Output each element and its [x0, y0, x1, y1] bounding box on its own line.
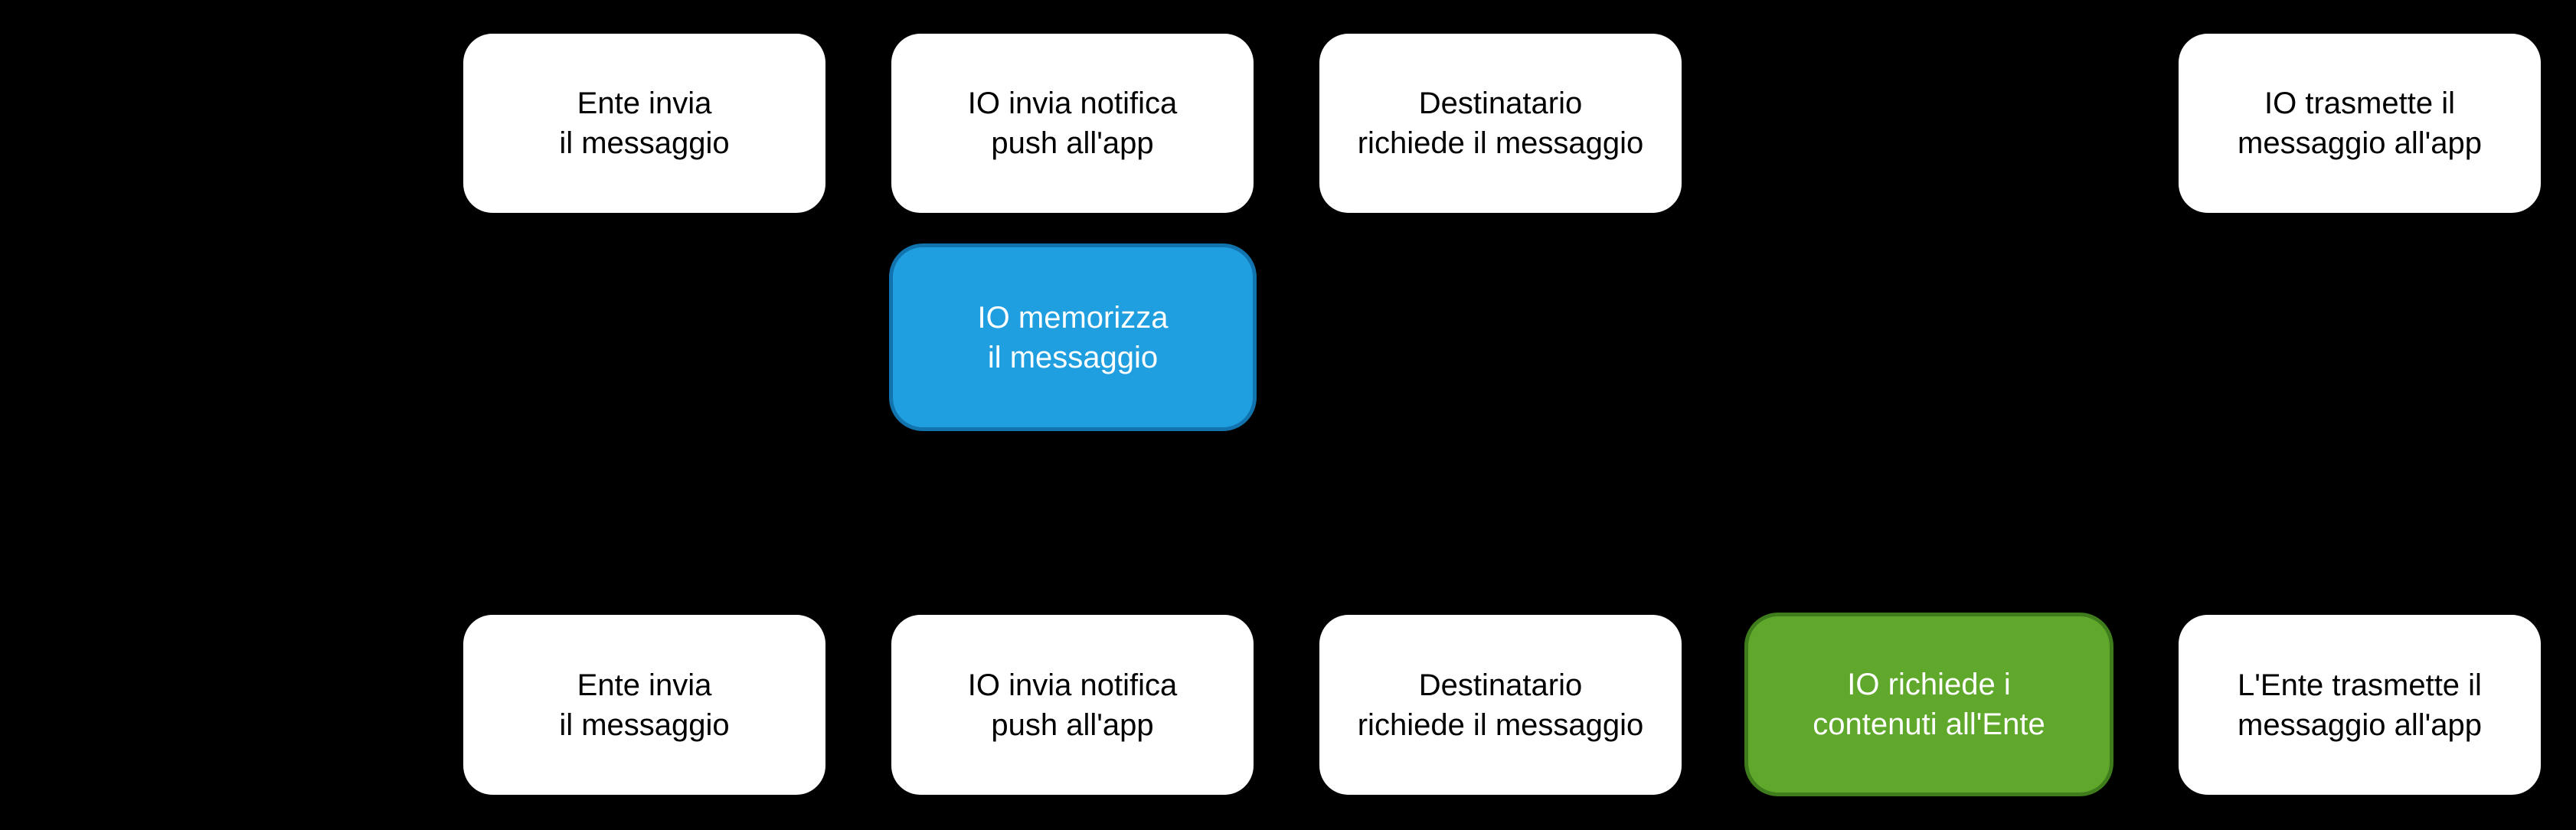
node-io-trasmette-messaggio: IO trasmette il messaggio all'app [2179, 34, 2541, 213]
node-label-line: push all'app [991, 707, 1154, 742]
node-label-line: messaggio all'app [2238, 707, 2482, 742]
node-label-line: IO richiede i [1847, 668, 2011, 701]
node-label-line: contenuti all'Ente [1813, 707, 2045, 741]
node-label-line: richiede il messaggio [1357, 707, 1644, 742]
node-label-line: push all'app [991, 126, 1154, 160]
node-label-line: IO trasmette il [2264, 87, 2455, 120]
node-io-invia-notifica-push-row1: IO invia notifica push all'app [891, 34, 1254, 213]
node-label-line: L'Ente trasmette il [2238, 668, 2482, 702]
node-io-invia-notifica-push-row2: IO invia notifica push all'app [891, 615, 1254, 795]
node-label-line: Ente invia [577, 668, 712, 702]
node-label-line: IO invia notifica [967, 668, 1178, 702]
node-label-line: Destinatario [1418, 668, 1583, 702]
node-label-line: il messaggio [559, 707, 730, 742]
node-ente-invia-messaggio-row2: Ente invia il messaggio [463, 615, 825, 795]
node-destinatario-richiede-row1: Destinatario richiede il messaggio [1319, 34, 1682, 213]
node-destinatario-richiede-row2: Destinatario richiede il messaggio [1319, 615, 1682, 795]
node-label-line: il messaggio [559, 126, 730, 160]
node-label-line: Destinatario [1418, 87, 1583, 120]
node-label-line: il messaggio [987, 340, 1159, 374]
node-io-memorizza-messaggio: IO memorizza il messaggio [889, 243, 1257, 431]
node-ente-trasmette-messaggio: L'Ente trasmette il messaggio all'app [2179, 615, 2541, 795]
node-label-line: Ente invia [577, 87, 712, 120]
node-label-line: messaggio all'app [2238, 126, 2482, 160]
node-label-line: IO memorizza [977, 300, 1169, 335]
node-label-line: IO invia notifica [967, 87, 1178, 120]
node-ente-invia-messaggio-row1: Ente invia il messaggio [463, 34, 825, 213]
node-io-richiede-contenuti: IO richiede i contenuti all'Ente [1744, 613, 2113, 796]
node-label-line: richiede il messaggio [1357, 126, 1644, 160]
